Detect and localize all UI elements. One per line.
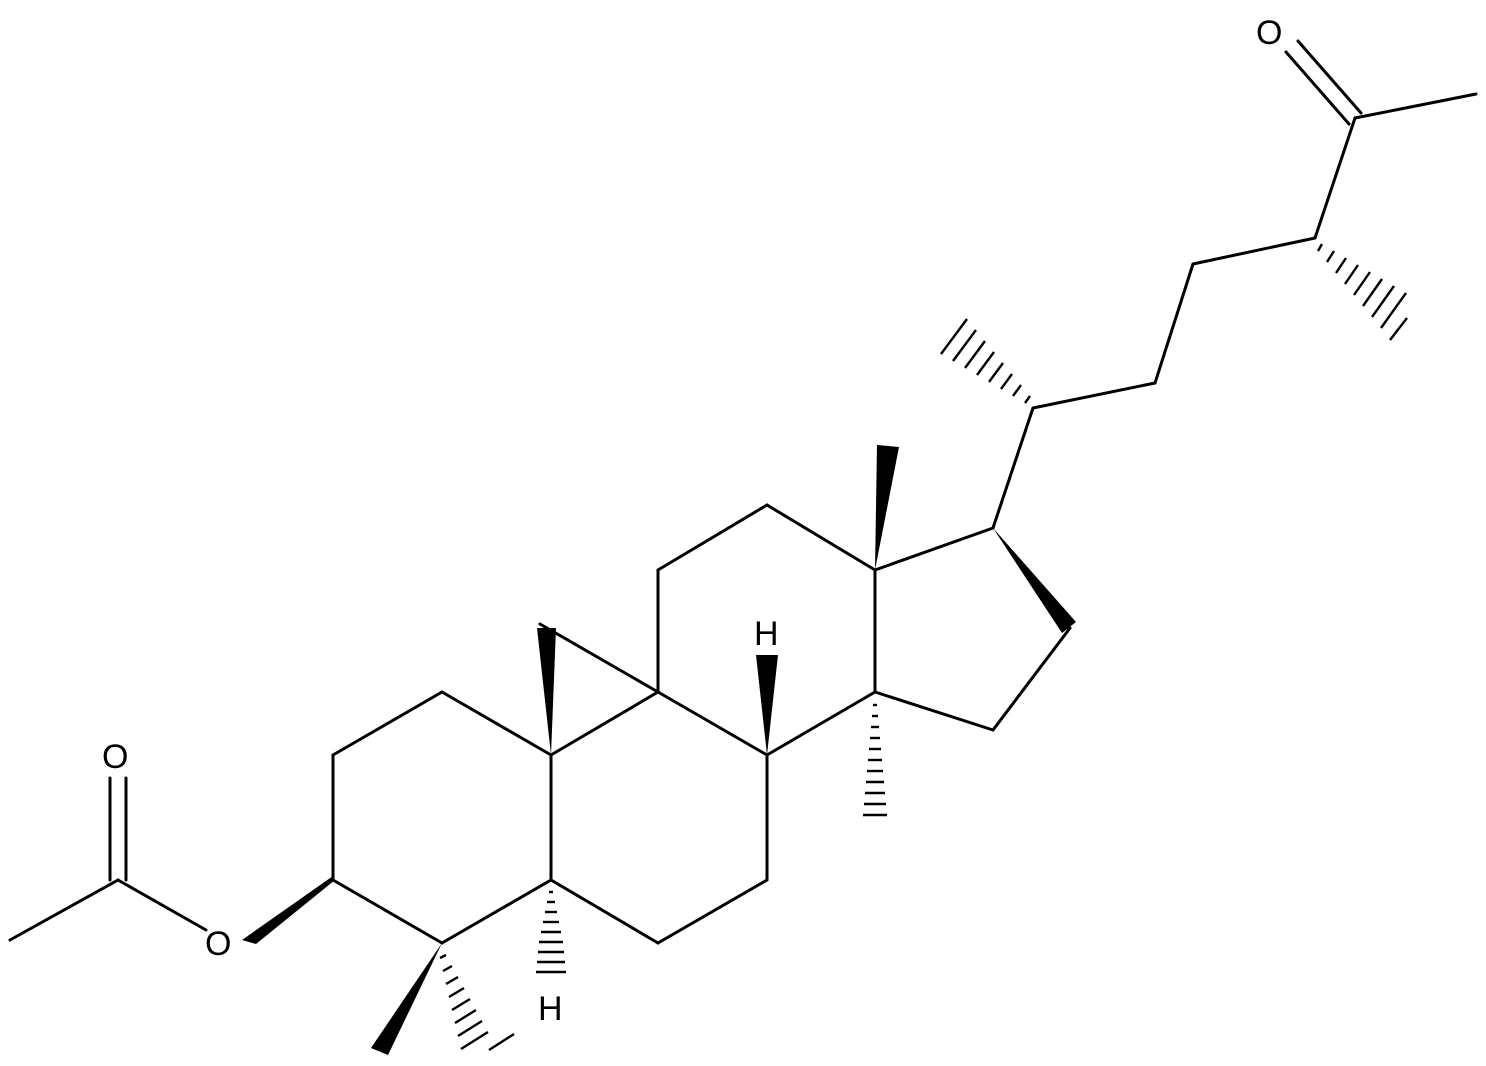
bond-c4-c3 (331, 878, 444, 945)
bond-c13-c17 (873, 526, 995, 572)
bond-c19-c9 (538, 622, 660, 694)
c5-hydrogen-label: H (538, 990, 563, 1028)
bond-c12-c13 (765, 503, 877, 572)
bond-c22-c23 (1153, 262, 1195, 385)
side-chain (940, 39, 1478, 530)
bond-c11-c12 (656, 503, 769, 572)
bond-c6-c5 (549, 878, 660, 945)
c8-hydrogen-label: H (754, 615, 779, 653)
ring-d (873, 526, 1076, 732)
bond-ketone-double-b (1296, 39, 1363, 115)
hash-c5-hydrogen (536, 890, 566, 974)
ester-carbonyl-oxygen-label: O (102, 738, 128, 776)
bond-c20-c22 (1031, 381, 1157, 410)
wedge-c8-hydrogen (756, 655, 778, 755)
ring-c (656, 445, 899, 817)
wedge-c13-methyl (875, 445, 899, 570)
bond-c7-c6 (656, 878, 769, 945)
bond-c10-c9 (549, 690, 660, 757)
bond-c23-c24 (1191, 236, 1317, 266)
bond-c15-c14 (873, 690, 995, 732)
hash-c14-methyl (863, 703, 887, 817)
hash-c20-methyl (940, 318, 1031, 404)
bond-ketone-double-a (1284, 50, 1351, 126)
bond-c2-c1 (331, 690, 444, 757)
acetate-group (8, 776, 335, 944)
wedge-c4-methyl (371, 943, 442, 1055)
bond-c16-c15 (991, 626, 1072, 732)
bond-c14-c8 (765, 690, 877, 757)
wedge-c17-c16 (993, 528, 1076, 633)
bond-acetyl-methyl (8, 878, 120, 942)
wedge-c3-oxygen (242, 876, 335, 944)
ketone-oxygen-label: O (1256, 14, 1282, 52)
bond-c1-c10 (440, 690, 553, 757)
bond-acyl-oxygen (116, 878, 208, 932)
bond-c17-c20 (991, 406, 1035, 530)
hash-c4-methyl (439, 953, 515, 1052)
ester-oxygen-label: O (205, 925, 231, 963)
bond-c9-c8 (656, 690, 769, 757)
bond-c5-c4 (440, 878, 553, 945)
ring-b (536, 690, 769, 974)
hash-c24-methyl (1316, 243, 1408, 341)
cyclopropane-ring (537, 622, 660, 755)
wedge-c10-c19 (537, 628, 556, 755)
bond-c24-c25 (1313, 116, 1357, 240)
bond-c25-methyl (1353, 92, 1478, 120)
ring-a (331, 690, 553, 1055)
